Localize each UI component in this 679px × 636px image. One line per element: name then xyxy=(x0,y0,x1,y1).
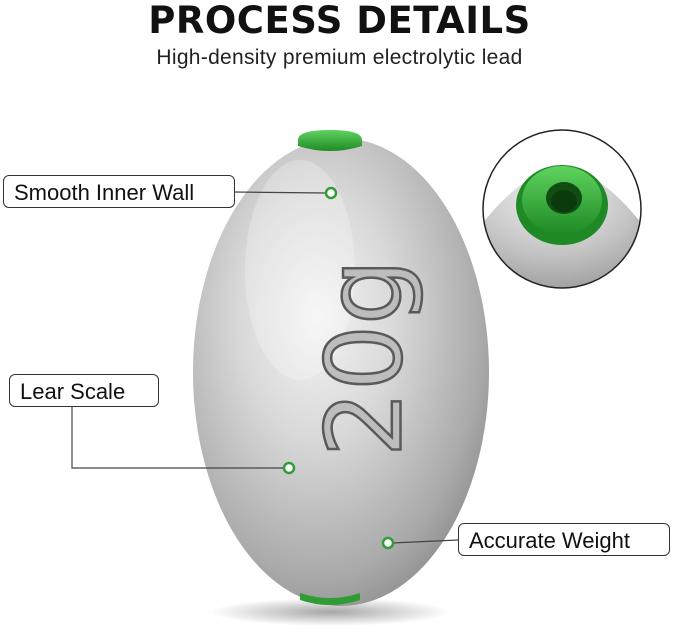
leader-line-scale xyxy=(71,407,284,469)
callout-lear-scale: Lear Scale xyxy=(9,374,159,407)
point-scale xyxy=(282,461,296,475)
top-green-insert xyxy=(298,130,362,151)
inner-wall-zoom-inset xyxy=(482,129,642,289)
leader-line-weight xyxy=(391,539,459,544)
sinker-highlight xyxy=(245,160,355,380)
ground-shadow xyxy=(210,598,450,626)
point-inner-wall xyxy=(324,186,338,200)
callout-smooth-inner-wall: Smooth Inner Wall xyxy=(3,175,235,208)
point-weight xyxy=(381,536,395,550)
page-title: PROCESS DETAILS xyxy=(148,0,531,42)
callout-accurate-weight: Accurate Weight xyxy=(458,523,670,556)
bottom-green-insert xyxy=(300,593,360,605)
leader-line-inner-wall xyxy=(233,191,327,194)
weight-embossing: 20g xyxy=(303,259,425,457)
lead-sinker-body xyxy=(193,138,489,606)
page-subtitle: High-density premium electrolytic lead xyxy=(156,46,523,69)
